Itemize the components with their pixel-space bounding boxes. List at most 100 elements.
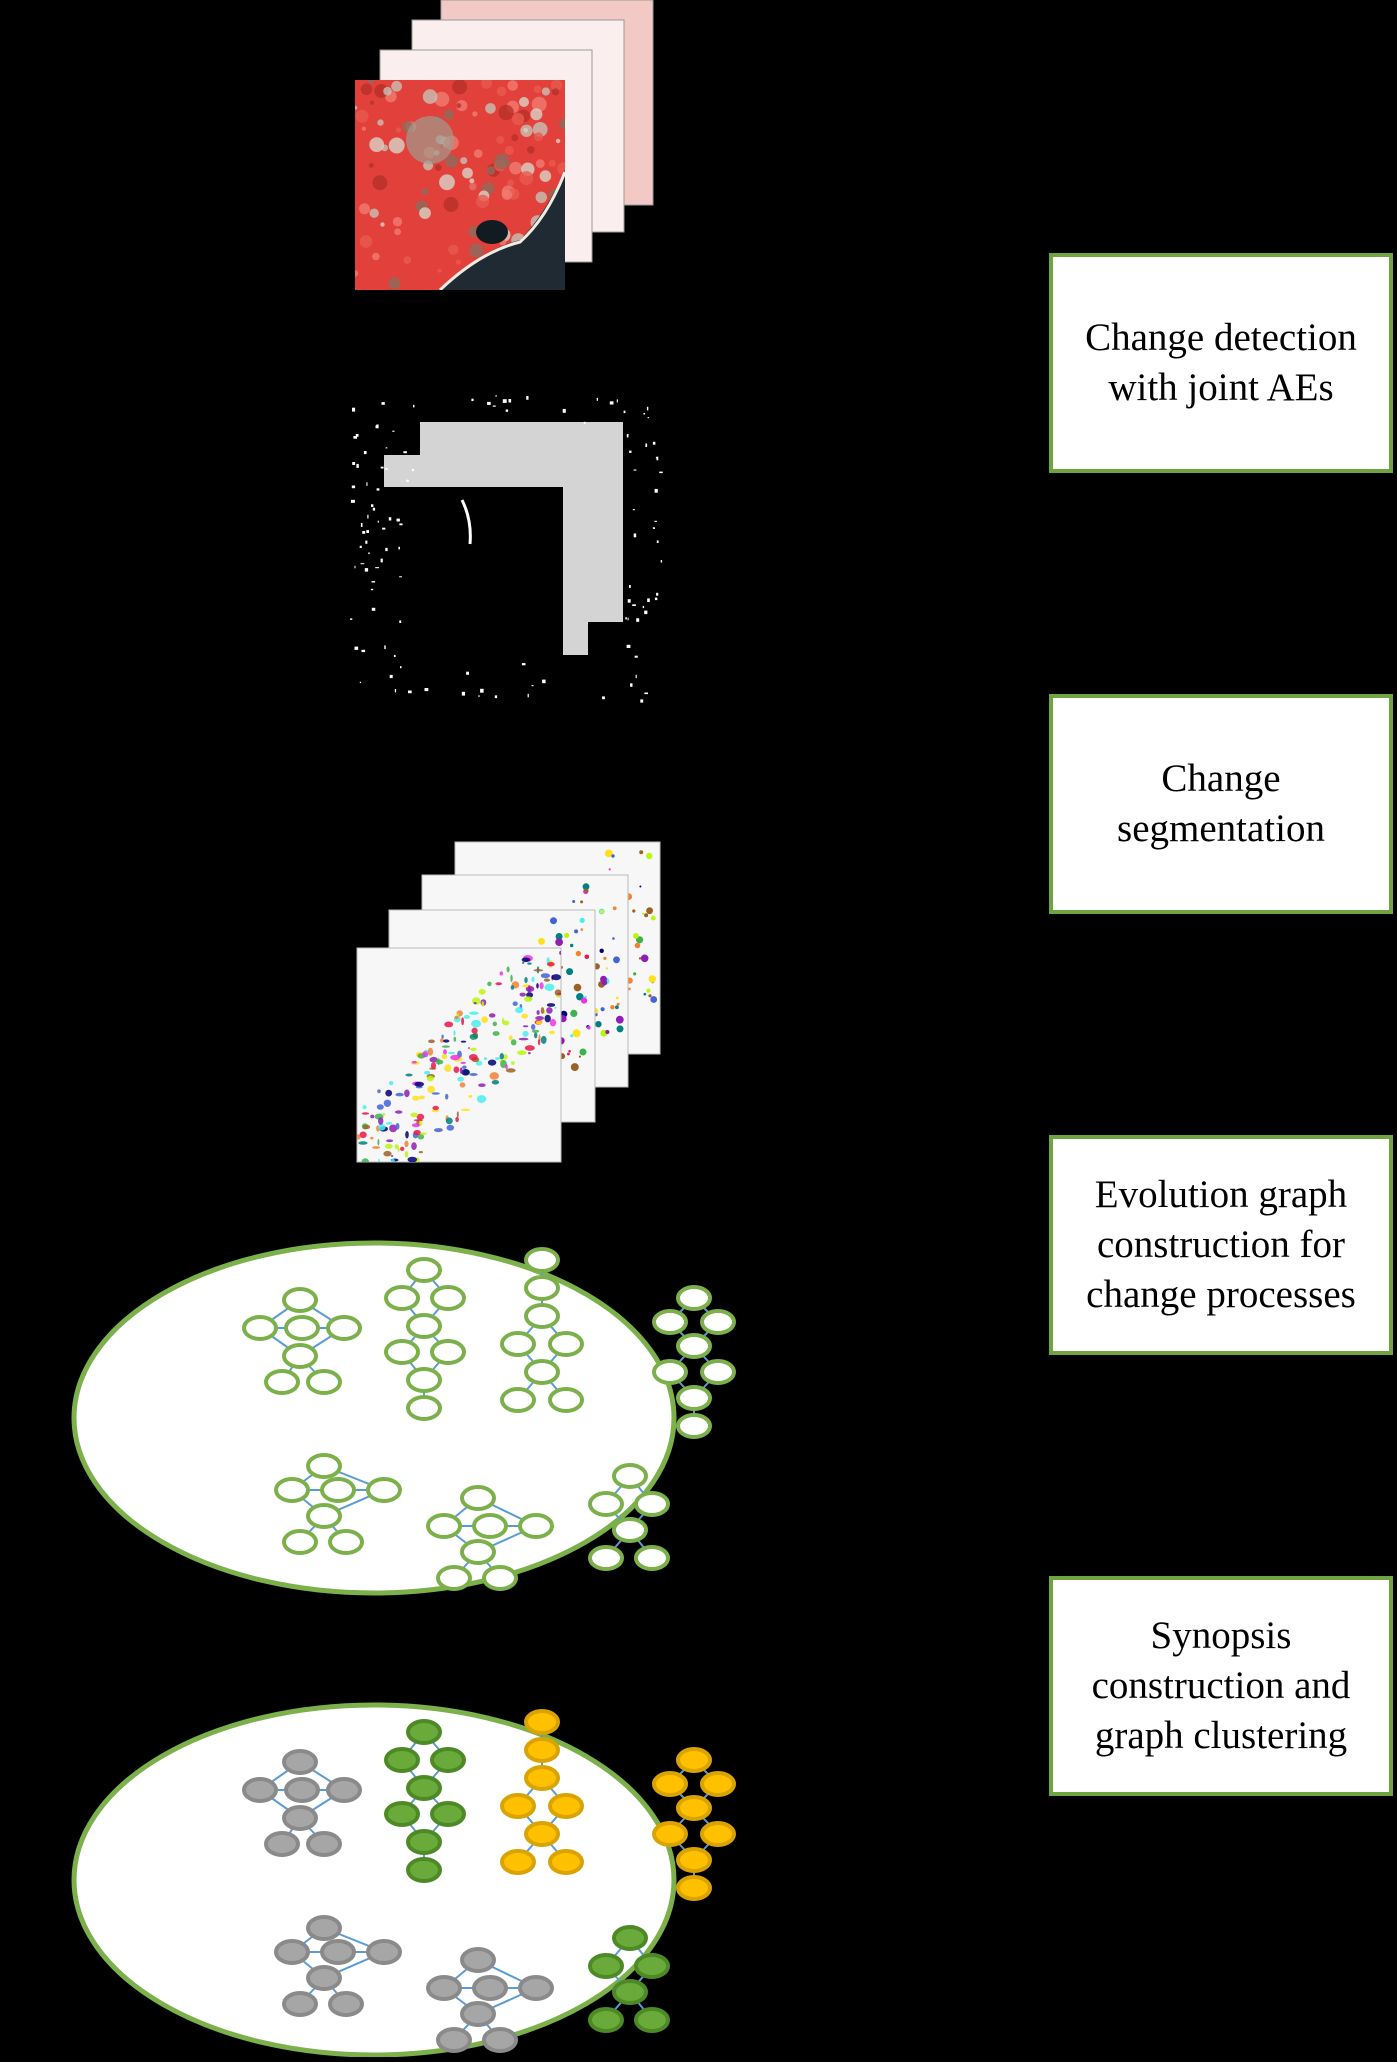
graph-node — [406, 1829, 442, 1855]
step-label-synopsis-clustering: Synopsis construction and graph clusteri… — [1091, 1614, 1351, 1757]
evolution-graph — [274, 1453, 402, 1555]
graph-node — [282, 1991, 318, 2017]
graph-node — [500, 1849, 536, 1875]
graph-node — [676, 1385, 712, 1411]
graph-node — [518, 1513, 554, 1539]
graph-node — [384, 1339, 420, 1365]
step-box-synopsis-clustering: Synopsis construction and graph clusteri… — [1049, 1576, 1393, 1796]
graph-node — [242, 1315, 278, 1341]
graph-node — [436, 1565, 472, 1591]
graph-node — [436, 2027, 472, 2053]
evolution-graph — [652, 1285, 736, 1439]
evolution-graph — [384, 1719, 466, 1883]
graph-node — [460, 1539, 496, 1565]
graph-node — [326, 1315, 362, 1341]
graph-node — [612, 1517, 648, 1543]
satellite-layer-front — [355, 80, 565, 290]
graph-node — [652, 1309, 688, 1335]
graph-node — [282, 1287, 318, 1313]
graph-node — [264, 1369, 300, 1395]
graph-node — [406, 1257, 442, 1283]
step-box-change-segmentation: Change segmentation — [1049, 694, 1393, 914]
graph-node — [634, 1953, 670, 1979]
graph-node — [306, 1965, 342, 1991]
graph-node — [328, 1991, 364, 2017]
graph-node — [548, 1331, 584, 1357]
graph-node — [306, 1915, 342, 1941]
change-mask-stack-icon — [350, 395, 663, 703]
graph-node — [328, 1529, 364, 1555]
evolution-graph — [274, 1915, 402, 2017]
graph-node — [282, 1343, 318, 1369]
graph-node — [282, 1749, 318, 1775]
evolution-graph — [384, 1257, 466, 1421]
graph-node — [320, 1939, 356, 1965]
evolution-graph — [500, 1247, 584, 1413]
graph-node — [306, 1503, 342, 1529]
graph-node — [430, 1747, 466, 1773]
step-label-change-detection: Change detection with joint AEs — [1085, 316, 1357, 409]
graph-ellipse — [71, 1240, 677, 1596]
graph-node — [242, 1777, 278, 1803]
graph-node — [306, 1453, 342, 1479]
graph-node — [524, 1821, 560, 1847]
graph-node — [676, 1285, 712, 1311]
graph-node — [274, 1939, 310, 1965]
evolution-graph-ellipse-icon — [71, 1240, 736, 1596]
graph-node — [588, 2007, 624, 2033]
step-label-change-segmentation: Change segmentation — [1117, 757, 1325, 850]
graph-node — [366, 1939, 402, 1965]
graph-node — [430, 1801, 466, 1827]
graph-node — [634, 2007, 670, 2033]
graph-node — [700, 1359, 736, 1385]
clustered-graph-ellipse-icon — [71, 1702, 736, 2058]
graph-node — [652, 1359, 688, 1385]
graph-node — [460, 1485, 496, 1511]
graph-node — [676, 1847, 712, 1873]
graph-node — [472, 1975, 508, 2001]
graph-node — [430, 1285, 466, 1311]
graph-ellipse — [71, 1702, 677, 2058]
evolution-graph — [426, 1947, 554, 2053]
graph-node — [500, 1387, 536, 1413]
graph-node — [652, 1771, 688, 1797]
graph-node — [676, 1333, 712, 1359]
graph-node — [588, 1545, 624, 1571]
mask-change-line — [460, 499, 472, 545]
step-label-evolution-graph: Evolution graph construction for change … — [1086, 1173, 1356, 1316]
graph-node — [406, 1395, 442, 1421]
graph-node — [588, 1953, 624, 1979]
graph-node — [652, 1821, 688, 1847]
graph-node — [524, 1275, 560, 1301]
graph-node — [384, 1801, 420, 1827]
graph-node — [676, 1795, 712, 1821]
graph-node — [524, 1765, 560, 1791]
graph-node — [406, 1719, 442, 1745]
graph-node — [306, 1369, 342, 1395]
graph-node — [524, 1303, 560, 1329]
graph-node — [548, 1849, 584, 1875]
graph-node — [284, 1777, 320, 1803]
graph-node — [482, 1565, 518, 1591]
graph-node — [612, 1979, 648, 2005]
graph-node — [700, 1771, 736, 1797]
graph-node — [320, 1477, 356, 1503]
step-box-change-detection: Change detection with joint AEs — [1049, 253, 1393, 473]
graph-node — [426, 1513, 462, 1539]
graph-node — [366, 1477, 402, 1503]
graph-node — [524, 1247, 560, 1273]
graph-node — [274, 1477, 310, 1503]
evolution-graph — [242, 1749, 362, 1857]
graph-node — [264, 1831, 300, 1857]
graph-node — [634, 1545, 670, 1571]
evolution-graph — [652, 1747, 736, 1901]
graph-node — [406, 1857, 442, 1883]
graph-node — [460, 2001, 496, 2027]
evolution-graph — [426, 1485, 554, 1591]
graph-node — [676, 1413, 712, 1439]
graph-node — [548, 1793, 584, 1819]
graph-node — [612, 1463, 648, 1489]
graph-node — [406, 1775, 442, 1801]
graph-node — [282, 1529, 318, 1555]
